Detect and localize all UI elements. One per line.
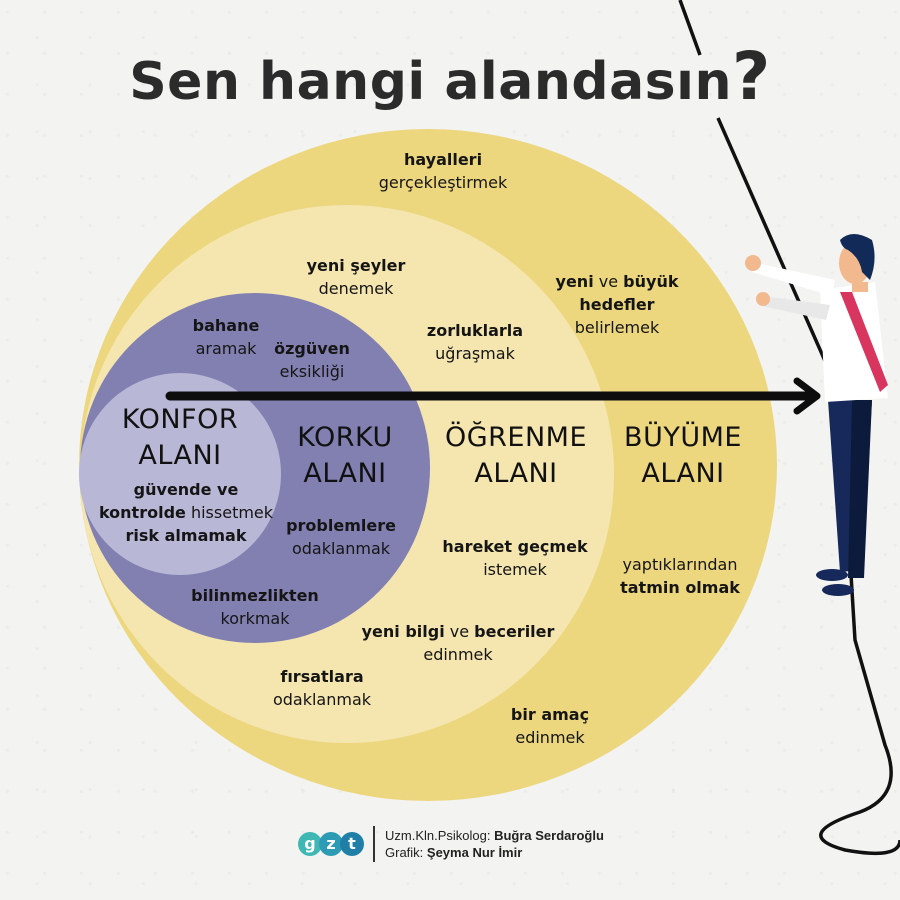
- item-regular: belirlemek: [574, 318, 660, 337]
- comfort-zone-title: KONFOR ALANI: [122, 402, 238, 474]
- progress-arrow-head: [793, 377, 821, 415]
- question-mark: ?: [731, 38, 771, 115]
- item-bold: yeni: [555, 272, 594, 291]
- growth-item-purpose: bir amaç edinmek: [511, 703, 589, 749]
- item-regular: odaklanmak: [291, 539, 391, 558]
- learning-zone-title: ÖĞRENME ALANI: [445, 420, 587, 492]
- item-regular: odaklanmak: [272, 690, 372, 709]
- learning-item-skills: yeni bilgi ve beceriler edinmek: [362, 620, 555, 666]
- zone-title-line2: ALANI: [474, 458, 558, 489]
- item-connector: ve: [444, 622, 475, 641]
- item-bold: yeni şeyler: [306, 256, 406, 275]
- item-bold: bilinmezlikten: [191, 586, 319, 605]
- growth-item-satisfaction: yaptıklarından tatmin olmak: [620, 553, 740, 599]
- fear-item-confidence: özgüven eksikliği: [274, 337, 350, 383]
- zone-title-line1: KORKU: [297, 422, 393, 453]
- zone-title-line1: BÜYÜME: [624, 422, 742, 453]
- growth-zone-title: BÜYÜME ALANI: [624, 420, 742, 492]
- growth-item-dreams: hayalleri gerçekleştirmek: [379, 148, 507, 194]
- item-regular: edinmek: [423, 645, 493, 664]
- item-bold: zorluklarla: [426, 321, 524, 340]
- title-text: Sen hangi alandasın: [129, 52, 732, 112]
- credit-role: Uzm.Kln.Psikolog:: [385, 828, 495, 843]
- item-connector: ve: [593, 272, 624, 291]
- item-regular: eksikliği: [279, 362, 345, 381]
- logo-letter: z: [319, 832, 343, 856]
- item-regular: denemek: [318, 279, 394, 298]
- item-bold: güvende ve: [133, 480, 239, 499]
- item-regular: yaptıklarından: [622, 555, 738, 574]
- credit-graphic: Grafik: Şeyma Nur İmir: [385, 844, 604, 861]
- item-bold: bir amaç: [510, 705, 590, 724]
- growth-item-goals: yeni ve büyük hedefler belirlemek: [556, 270, 679, 339]
- fear-item-problems: problemlere odaklanmak: [286, 514, 396, 560]
- item-regular: uğraşmak: [435, 344, 515, 363]
- zone-title-line1: ÖĞRENME: [444, 422, 588, 453]
- item-bold: beceriler: [474, 622, 555, 641]
- credits: g z t Uzm.Kln.Psikolog: Buğra Serdaroğlu…: [298, 824, 604, 864]
- credit-lines: Uzm.Kln.Psikolog: Buğra Serdaroğlu Grafi…: [385, 827, 604, 861]
- rope-top: [678, 0, 702, 56]
- credit-name: Buğra Serdaroğlu: [494, 828, 604, 843]
- zone-title-line2: ALANI: [138, 440, 222, 471]
- credit-name: Şeyma Nur İmir: [426, 845, 523, 860]
- learning-item-new-things: yeni şeyler denemek: [307, 254, 406, 300]
- logo-letter: g: [298, 832, 322, 856]
- item-bold: yeni bilgi: [361, 622, 445, 641]
- item-bold: büyük: [623, 272, 679, 291]
- item-regular: aramak: [195, 339, 257, 358]
- gzt-logo: g z t: [298, 832, 364, 856]
- item-bold: problemlere: [286, 516, 396, 535]
- item-regular: korkmak: [220, 609, 290, 628]
- item-bold: tatmin olmak: [620, 578, 740, 597]
- item-bold: fırsatlara: [280, 667, 364, 686]
- item-bold: bahane: [192, 316, 260, 335]
- logo-letter: t: [340, 832, 364, 856]
- credits-divider: [373, 826, 375, 862]
- item-bold: hayalleri: [403, 150, 483, 169]
- climbing-man-illustration: [745, 234, 888, 596]
- item-regular: istemek: [483, 560, 547, 579]
- item-regular: edinmek: [515, 728, 585, 747]
- credit-psychologist: Uzm.Kln.Psikolog: Buğra Serdaroğlu: [385, 827, 604, 844]
- learning-item-opportunities: fırsatlara odaklanmak: [273, 665, 371, 711]
- item-bold: risk almamak: [125, 526, 247, 545]
- learning-item-challenges: zorluklarla uğraşmak: [427, 319, 523, 365]
- comfort-items: güvende ve kontrolde hissetmek risk alma…: [99, 478, 273, 547]
- item-bold: hareket geçmek: [442, 537, 588, 556]
- credit-role: Grafik:: [385, 845, 427, 860]
- item-bold: kontrolde: [98, 503, 186, 522]
- rope: [716, 117, 900, 856]
- fear-item-unknown: bilinmezlikten korkmak: [191, 584, 319, 630]
- fear-zone-title: KORKU ALANI: [297, 420, 392, 492]
- item-regular: hissetmek: [185, 503, 274, 522]
- zone-title-line1: KONFOR: [121, 404, 239, 435]
- comfort-zone-circle: [79, 373, 281, 575]
- item-regular: gerçekleştirmek: [378, 173, 508, 192]
- zone-title-line2: ALANI: [641, 458, 725, 489]
- item-bold: özgüven: [274, 339, 350, 358]
- page-title: Sen hangi alandasın?: [0, 38, 900, 115]
- zone-title-line2: ALANI: [303, 458, 387, 489]
- item-bold: hedefler: [579, 295, 655, 314]
- learning-item-act: hareket geçmek istemek: [442, 535, 587, 581]
- fear-item-excuses: bahane aramak: [193, 314, 260, 360]
